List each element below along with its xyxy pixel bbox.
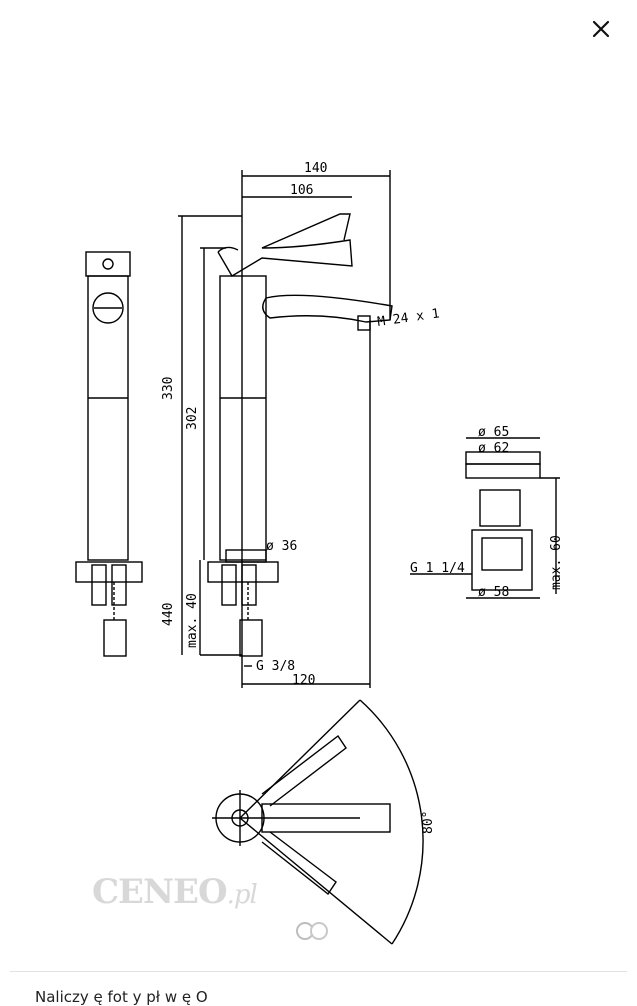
dim-thread: M 24 x 1 — [376, 306, 440, 330]
top-view-handle-left — [261, 734, 347, 807]
front-view-spout — [262, 294, 393, 323]
front-view-handle — [217, 213, 353, 277]
dim-440: 440 — [161, 603, 176, 626]
angle-label: 80° — [421, 811, 436, 834]
dim-hose-thread: G 3/8 — [256, 659, 295, 674]
waste-body — [471, 529, 533, 591]
side-view-body — [87, 275, 129, 561]
pager-dot-2[interactable] — [310, 922, 328, 940]
dim-302: 302 — [185, 407, 200, 430]
waste-thread: G 1 1/4 — [410, 561, 465, 576]
side-view-lever — [92, 292, 124, 324]
watermark-brand: CENEO — [92, 872, 228, 912]
dim-106: 106 — [290, 183, 313, 198]
dim-max-40: max. 40 — [185, 593, 200, 648]
waste-d62: ø 62 — [478, 441, 509, 456]
dim-base: ø 36 — [266, 539, 297, 554]
angle-arc — [359, 699, 424, 945]
gallery-pager[interactable] — [296, 922, 328, 940]
dim-140: 140 — [304, 161, 327, 176]
side-view-knob — [102, 258, 114, 270]
waste-max60: max. 60 — [549, 535, 564, 590]
dim-330: 330 — [161, 377, 176, 400]
side-view-handle — [85, 251, 131, 277]
dim-120: 120 — [292, 673, 315, 688]
waste-d58: ø 58 — [478, 585, 509, 600]
ceneo-watermark: CENEO.pl — [92, 872, 258, 912]
close-icon — [592, 20, 610, 38]
front-view-body — [219, 275, 267, 561]
close-button[interactable] — [586, 14, 616, 44]
caption-text: Naliczy ę fot y pł w ę O — [35, 988, 208, 1006]
top-view-handle-right — [261, 831, 337, 896]
waste-d65: ø 65 — [478, 425, 509, 440]
watermark-tld: .pl — [226, 880, 258, 910]
divider — [10, 971, 627, 972]
top-view-handle-center — [261, 803, 391, 833]
